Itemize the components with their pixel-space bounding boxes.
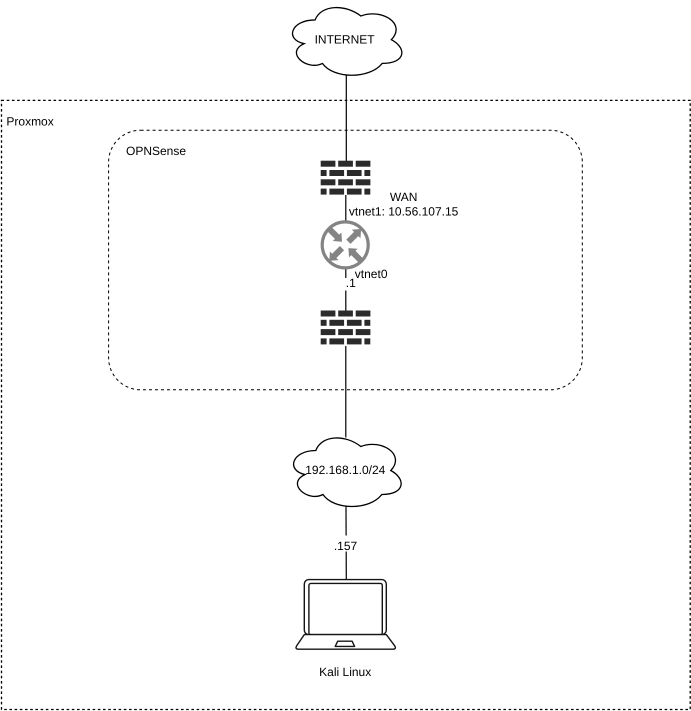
svg-text:Kali Linux: Kali Linux xyxy=(319,665,371,679)
svg-text:OPNSense: OPNSense xyxy=(126,144,186,158)
svg-text:vtnet0: vtnet0 xyxy=(355,267,388,281)
svg-text:vtnet1: 10.56.107.15: vtnet1: 10.56.107.15 xyxy=(349,205,459,219)
svg-text:Proxmox: Proxmox xyxy=(6,114,53,128)
svg-text:INTERNET: INTERNET xyxy=(315,32,376,46)
svg-text:.1: .1 xyxy=(346,276,356,290)
svg-text:WAN: WAN xyxy=(390,190,418,204)
svg-text:.157: .157 xyxy=(334,539,358,553)
svg-text:192.168.1.0/24: 192.168.1.0/24 xyxy=(305,463,385,477)
